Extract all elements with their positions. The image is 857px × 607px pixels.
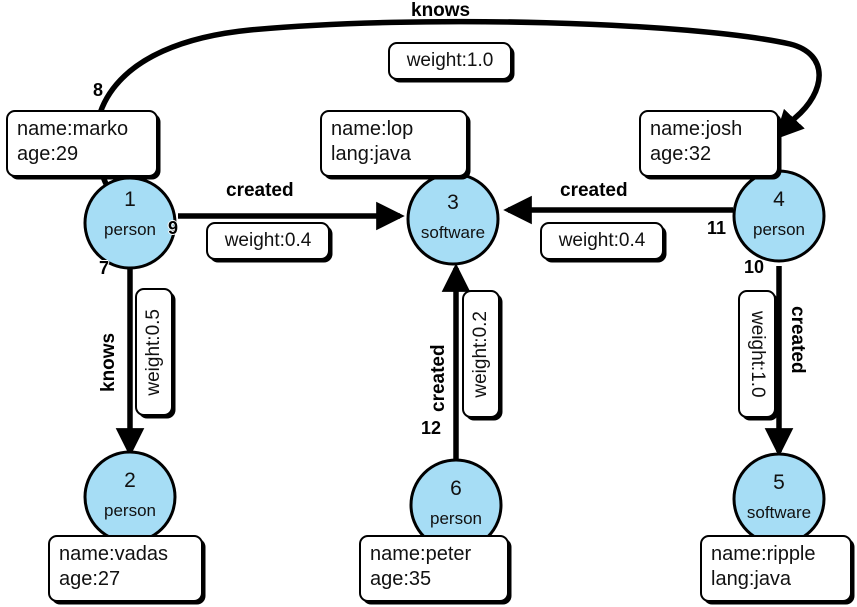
vertex-3-property-box: name:lop lang:java <box>320 110 468 177</box>
vertex-2-prop-name: name:vadas <box>59 543 168 565</box>
vertex-4-type: person <box>753 220 805 239</box>
vertex-5-id: 5 <box>773 471 785 494</box>
vertex-5-property-box: name:ripple lang:java <box>700 535 852 602</box>
edge-8-weight: weight:1.0 <box>406 50 494 71</box>
vertex-1-prop-name: name:marko <box>17 118 129 140</box>
vertex-4-prop-name: name:josh <box>650 118 743 140</box>
edge-7-weight-box: weight:0.5 <box>135 288 173 416</box>
vertex-6-id: 6 <box>450 477 462 500</box>
edge-7-label: knows <box>98 332 119 392</box>
edge-10-weight-box: weight:1.0 <box>738 290 776 418</box>
edge-12-weight: weight:0.2 <box>470 310 491 398</box>
edge-7-weight: weight:0.5 <box>143 308 164 396</box>
edge-10-weight: weight:1.0 <box>747 310 768 398</box>
vertex-2-circle[interactable] <box>83 450 177 544</box>
edge-11-weight-box: weight:0.4 <box>540 222 664 260</box>
vertex-2[interactable]: 2 person <box>83 450 177 544</box>
edge-7-id: 7 <box>99 258 110 278</box>
vertex-1[interactable]: 1 person <box>83 176 177 270</box>
vertex-1-circle[interactable] <box>83 176 177 270</box>
vertex-1-type: person <box>104 220 156 239</box>
vertex-2-prop-age: age:27 <box>59 568 121 590</box>
edge-11-weight: weight:0.4 <box>558 230 646 251</box>
edge-12-weight-box: weight:0.2 <box>462 290 500 418</box>
vertex-6[interactable]: 6 person <box>409 458 503 552</box>
edge-10-label: created <box>787 306 808 374</box>
edge-12-id: 12 <box>421 418 442 438</box>
vertex-3-circle[interactable] <box>406 172 500 266</box>
edge-11-label: created <box>560 180 628 201</box>
vertex-6-prop-name: name:peter <box>370 543 472 565</box>
vertex-1-property-box: name:marko age:29 <box>6 110 158 177</box>
vertex-6-prop-age: age:35 <box>370 568 432 590</box>
vertex-3-type: software <box>421 223 485 242</box>
vertex-5-prop-lang: lang:java <box>711 568 792 590</box>
vertex-2-type: person <box>104 501 156 520</box>
vertex-3-id: 3 <box>447 191 459 214</box>
edge-12-label: created <box>428 344 449 412</box>
vertex-5-circle[interactable] <box>732 452 826 546</box>
edge-8-label: knows <box>411 0 471 21</box>
edge-10-id: 10 <box>744 257 765 277</box>
vertex-3-prop-name: name:lop <box>331 118 414 140</box>
edge-8-id: 8 <box>93 80 104 100</box>
edge-8-curve <box>93 18 822 190</box>
vertex-4-property-box: name:josh age:32 <box>639 110 779 177</box>
vertex-4[interactable]: 4 person <box>732 169 826 263</box>
edge-11-id: 11 <box>707 218 727 238</box>
vertex-4-prop-age: age:32 <box>650 143 712 165</box>
vertex-5[interactable]: 5 software <box>732 452 826 546</box>
vertex-4-circle[interactable] <box>732 169 826 263</box>
vertex-3[interactable]: 3 software <box>406 172 500 266</box>
vertex-2-id: 2 <box>124 469 136 492</box>
edge-9-id: 9 <box>168 218 179 238</box>
edge-9-label: created <box>226 180 294 201</box>
vertex-6-property-box: name:peter age:35 <box>359 535 509 602</box>
vertex-4-id: 4 <box>773 188 785 211</box>
vertex-5-type: software <box>747 503 811 522</box>
vertex-2-property-box: name:vadas age:27 <box>48 535 203 602</box>
vertex-1-prop-age: age:29 <box>17 143 79 165</box>
vertex-6-type: person <box>430 509 482 528</box>
vertex-5-prop-name: name:ripple <box>711 543 816 565</box>
vertex-3-prop-lang: lang:java <box>331 143 412 165</box>
edge-8-weight-box: weight:1.0 <box>388 42 512 80</box>
edge-9-weight-box: weight:0.4 <box>206 222 330 260</box>
edge-9-weight: weight:0.4 <box>224 230 312 251</box>
vertex-1-id: 1 <box>124 188 136 211</box>
